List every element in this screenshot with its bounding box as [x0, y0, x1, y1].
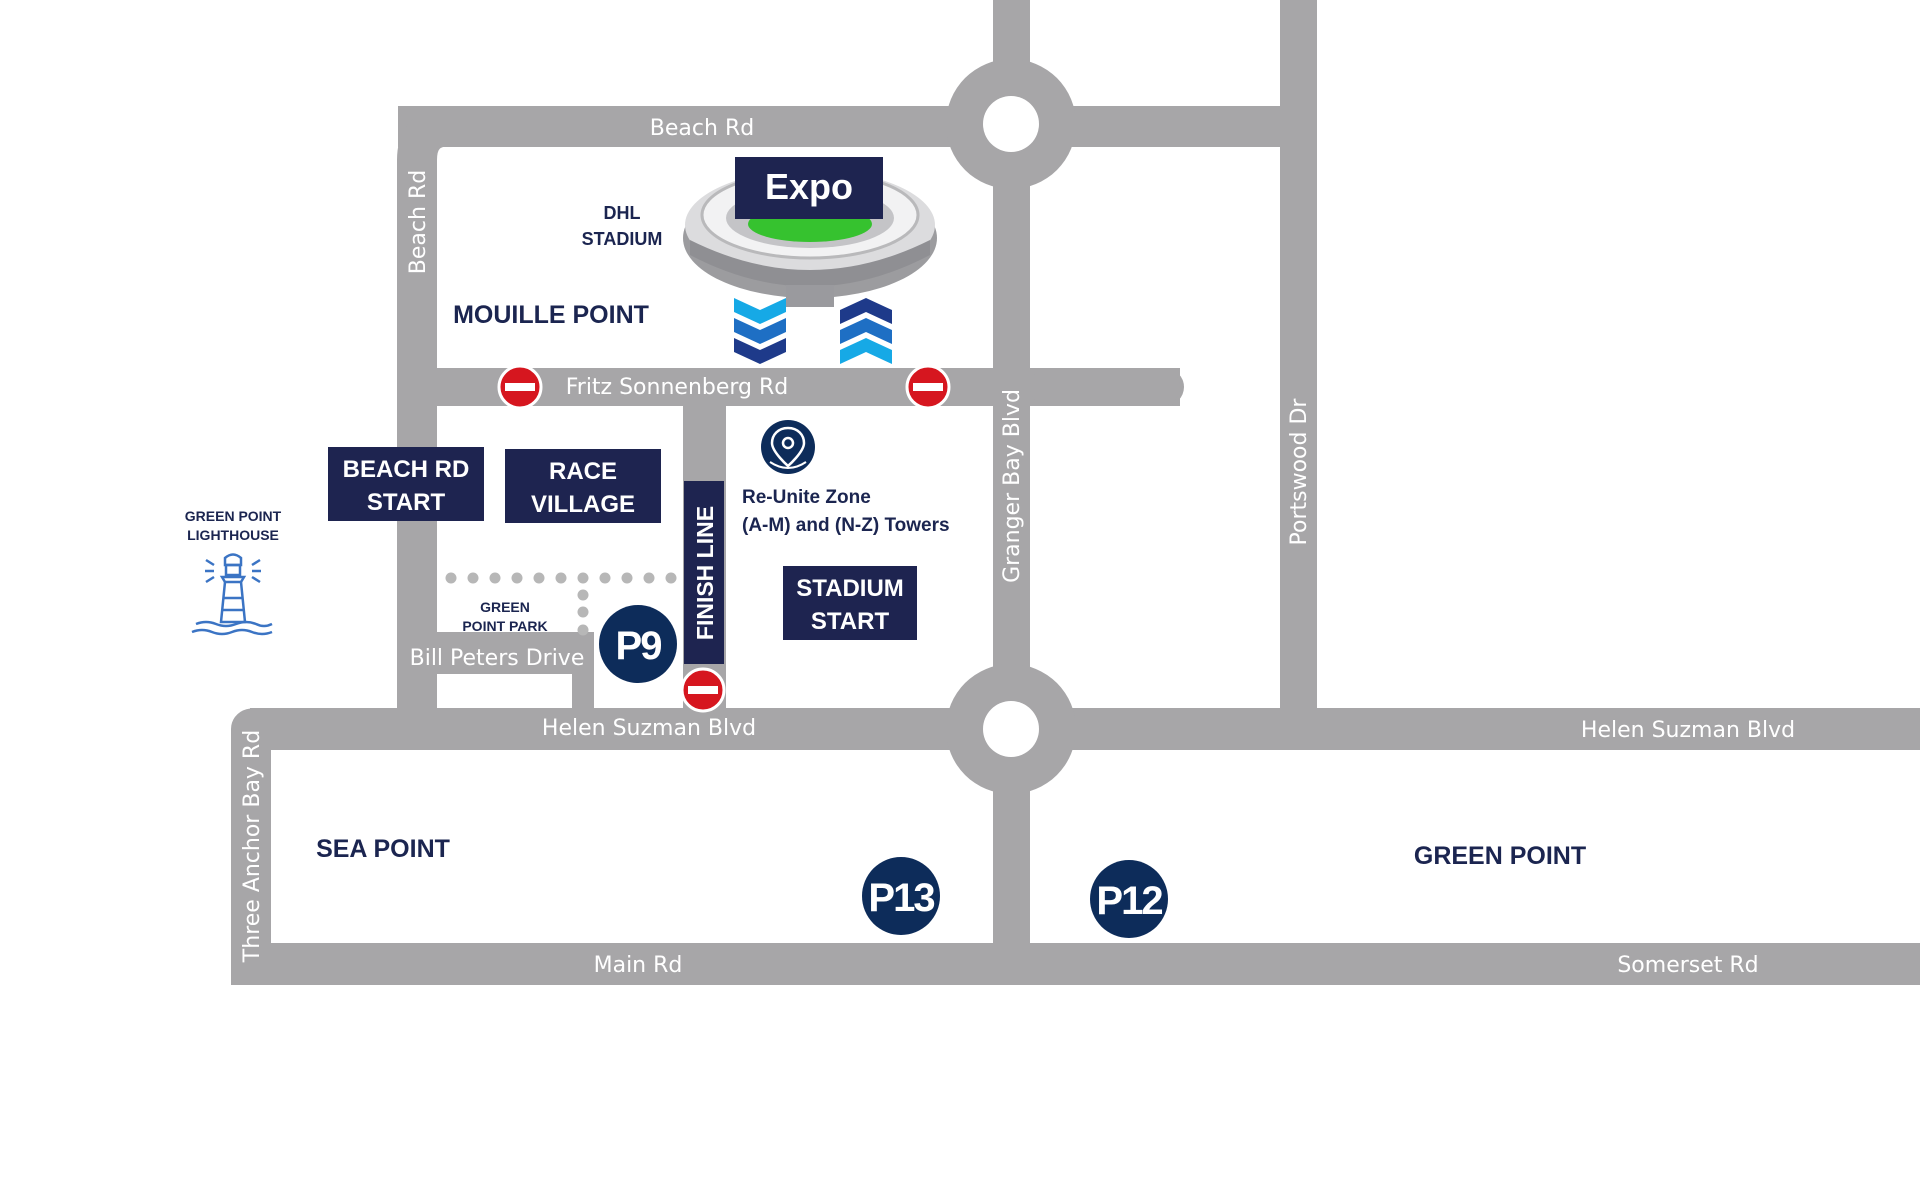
fritz-sonnenberg-label: Fritz Sonnenberg Rd — [566, 375, 789, 400]
helen-suzman-road — [250, 708, 1920, 750]
main-rd-label: Main Rd — [594, 953, 683, 978]
park-path-dots — [445, 572, 677, 636]
green-point-label: GREEN POINT — [1414, 842, 1586, 870]
chevron-down-icon — [734, 298, 786, 364]
beach-rd-side-road — [397, 106, 600, 716]
stadium-start-label-2: START — [811, 608, 890, 635]
park-label-2: POINT PARK — [462, 618, 547, 634]
expo-box: Expo — [735, 157, 883, 219]
road-network — [231, 0, 1920, 985]
helen-suzman-left-label: Helen Suzman Blvd — [542, 716, 756, 741]
finish-line-box: FINISH LINE — [684, 481, 724, 664]
three-anchor-bay-road — [231, 708, 400, 985]
lighthouse-label-2: LIGHTHOUSE — [187, 527, 279, 543]
race-village-label-2: VILLAGE — [531, 491, 635, 518]
no-entry-icon — [680, 667, 726, 713]
race-village-label-1: RACE — [549, 458, 617, 485]
mouille-point-label: MOUILLE POINT — [453, 301, 649, 329]
no-entry-icon — [497, 364, 543, 410]
beach-rd-start-box: BEACH RD START — [328, 447, 484, 521]
finish-line-label: FINISH LINE — [692, 506, 718, 640]
reunite-label-1: Re-Unite Zone — [742, 487, 871, 508]
beach-rd-side-label: Beach Rd — [406, 170, 431, 274]
chevron-up-icon — [840, 298, 892, 364]
parking-p9: P9 — [599, 605, 677, 683]
stadium-start-label-1: STADIUM — [796, 575, 904, 602]
bill-peters-road — [398, 632, 594, 674]
portswood-label: Portswood Dr — [1287, 398, 1312, 546]
expo-label: Expo — [765, 166, 853, 207]
parking-p13: P13 — [862, 857, 940, 935]
lighthouse-label-1: GREEN POINT — [185, 508, 282, 524]
race-village-box: RACE VILLAGE — [505, 449, 661, 523]
sea-point-label: SEA POINT — [316, 835, 450, 863]
no-entry-icon — [905, 364, 951, 410]
location-pin-icon — [761, 420, 815, 474]
bill-peters-label: Bill Peters Drive — [410, 646, 585, 671]
granger-bay-label: Granger Bay Blvd — [1000, 389, 1025, 583]
p9-label: P9 — [616, 624, 662, 668]
beach-start-label-1: BEACH RD — [343, 456, 470, 483]
helen-suzman-right-label: Helen Suzman Blvd — [1581, 718, 1795, 743]
three-anchor-bay-label: Three Anchor Bay Rd — [240, 730, 265, 963]
reunite-label-2: (A-M) and (N-Z) Towers — [742, 515, 950, 536]
parking-p12: P12 — [1090, 860, 1168, 938]
chevron-arrows-icon — [734, 298, 892, 364]
stadium-start-box: STADIUM START — [783, 566, 917, 640]
park-label-1: GREEN — [480, 599, 530, 615]
lighthouse-icon — [191, 553, 273, 636]
somerset-rd-label: Somerset Rd — [1617, 953, 1758, 978]
dhl-label-1: DHL — [604, 203, 641, 223]
p13-label: P13 — [868, 876, 934, 920]
dhl-label-2: STADIUM — [582, 229, 663, 249]
beach-rd-label: Beach Rd — [650, 116, 754, 141]
road-labels: Beach Rd Beach Rd Fritz Sonnenberg Rd Gr… — [240, 116, 1795, 978]
beach-start-label-2: START — [367, 489, 446, 516]
p12-label: P12 — [1096, 879, 1162, 923]
